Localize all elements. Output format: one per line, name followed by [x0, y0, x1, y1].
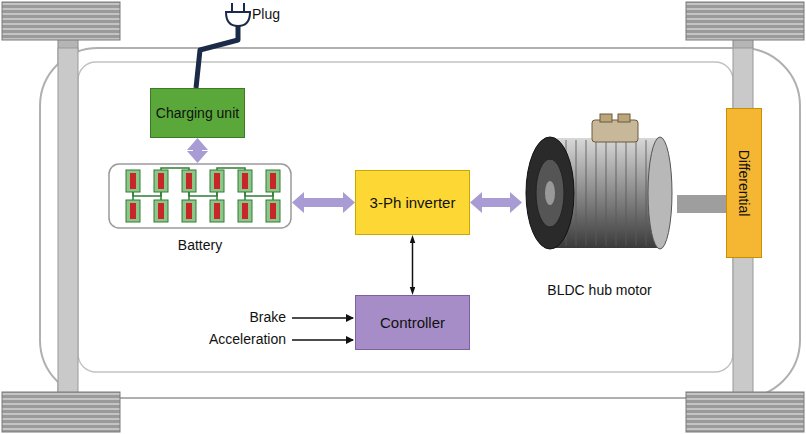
connector-arrow — [193, 150, 202, 151]
inverter-box: 3-Ph inverter — [355, 170, 470, 235]
connector-arrow — [482, 198, 510, 207]
charging-cable — [196, 26, 238, 88]
rear-axle-inner — [58, 48, 78, 398]
plug-pin — [243, 3, 245, 12]
differential-box: Differential — [726, 108, 762, 258]
node-text: Battery — [108, 237, 292, 253]
acceleration-label: Acceleration — [180, 331, 286, 347]
connector-arrow — [677, 195, 726, 213]
brake-label: Brake — [180, 309, 286, 325]
connector-arrow — [304, 198, 343, 207]
car-floor — [78, 62, 733, 372]
charging-unit-box: Charging unit — [150, 88, 245, 138]
connector-arrow — [412, 243, 414, 287]
battery-pack: Battery — [108, 163, 292, 255]
wheel — [686, 2, 804, 40]
plug-pin — [231, 3, 233, 12]
battery-cells — [108, 163, 292, 229]
plug-label: Plug — [252, 6, 280, 22]
wheel — [2, 2, 120, 40]
node-text: 3-Ph inverter — [370, 194, 456, 211]
acceleration-input-arrow — [292, 339, 353, 341]
rear-axle — [58, 30, 78, 400]
node-text: BLDC hub motor — [522, 282, 677, 298]
plug-symbol — [226, 12, 250, 26]
brake-input-arrow — [292, 317, 353, 319]
wheel — [686, 392, 804, 432]
node-text: Charging unit — [156, 105, 239, 121]
motor-illustration — [522, 108, 677, 258]
controller-box: Controller — [355, 295, 470, 350]
node-text: Differential — [736, 150, 752, 217]
wheel — [2, 392, 120, 432]
car-body — [40, 48, 800, 398]
node-text: Controller — [380, 314, 445, 331]
bldc-motor: BLDC hub motor — [522, 108, 677, 300]
